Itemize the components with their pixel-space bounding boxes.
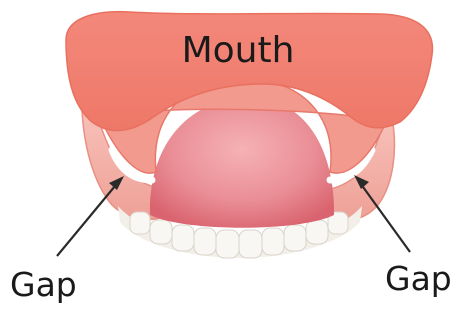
tooth <box>284 225 306 251</box>
tooth <box>306 220 328 244</box>
gap-label-right: Gap <box>385 259 452 298</box>
tooth <box>262 228 284 255</box>
tongue <box>150 98 334 228</box>
tooth <box>239 230 262 258</box>
tooth <box>216 230 239 258</box>
gap-label-left: Gap <box>10 265 77 304</box>
left-gap-arrow <box>57 180 120 256</box>
tooth <box>172 225 194 251</box>
tooth <box>194 228 216 255</box>
tooth <box>150 220 172 244</box>
mouth-label: Mouth <box>182 30 295 71</box>
tooth <box>130 212 150 234</box>
